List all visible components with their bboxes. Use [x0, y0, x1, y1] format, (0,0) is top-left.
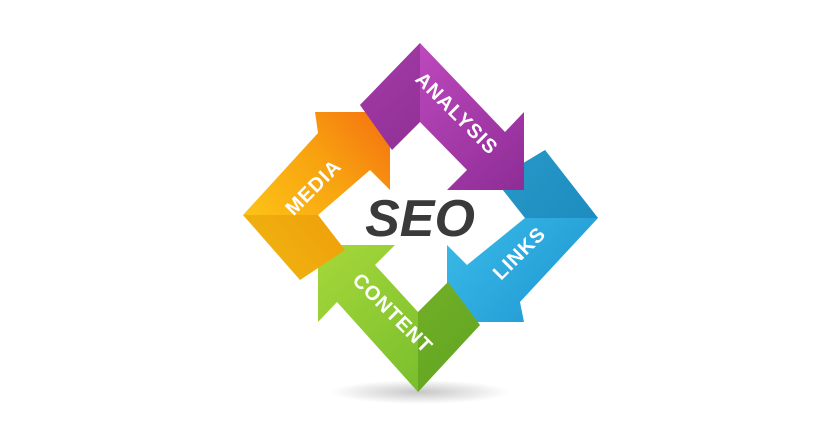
ground-shadow — [330, 380, 510, 404]
center-title: SEO — [365, 190, 475, 248]
arrow-content — [318, 245, 480, 392]
arrow-analysis — [360, 43, 524, 190]
arrow-media — [243, 112, 390, 280]
